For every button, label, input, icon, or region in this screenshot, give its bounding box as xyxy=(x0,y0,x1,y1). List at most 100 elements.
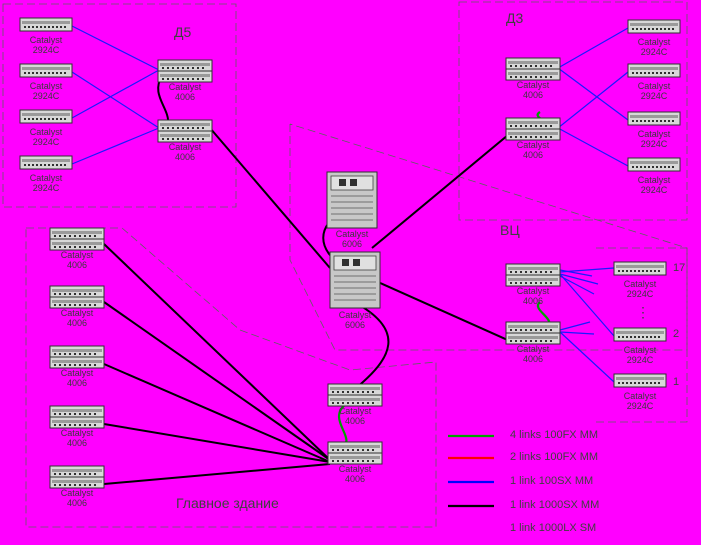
device-model-family: Catalyst xyxy=(60,250,94,260)
port-label-17: 17 xyxy=(673,262,686,274)
device-model-family: Catalyst xyxy=(516,140,550,150)
switch-4006-vc-2 xyxy=(505,321,561,345)
link-d3-a xyxy=(557,27,629,69)
switch-4006-vc-1 xyxy=(505,263,561,287)
switch-4006-main-4 xyxy=(49,405,105,429)
device-model-number: 4006 xyxy=(344,416,366,426)
device-model-family: Catalyst xyxy=(637,81,671,91)
switch-4006-main-core-2 xyxy=(327,441,383,465)
device-model-family: Catalyst xyxy=(338,464,372,474)
device-model-number: 4006 xyxy=(522,354,544,364)
device-model-number: 6006 xyxy=(341,239,363,249)
switch-4006-d3-2 xyxy=(505,117,561,141)
device-model-family: Catalyst xyxy=(60,428,94,438)
legend-label-blue: 1 link 100SX MM xyxy=(510,475,594,487)
device-model-number: 4006 xyxy=(522,90,544,100)
link-main-3 xyxy=(103,363,331,463)
device-model-family: Catalyst xyxy=(623,391,657,401)
switch-4006-main-core-1 xyxy=(327,383,383,407)
switch-2924-d5-3 xyxy=(19,109,73,124)
device-model-family: Catalyst xyxy=(623,279,657,289)
link-vc-1 xyxy=(559,331,615,383)
device-model-number: 2924C xyxy=(32,137,60,147)
device-model-number: 2924C xyxy=(640,91,668,101)
device-model-number: 4006 xyxy=(66,318,88,328)
link-main-4 xyxy=(103,423,331,463)
switch-4006-main-2 xyxy=(49,285,105,309)
device-model-number: 4006 xyxy=(66,260,88,270)
device-model-family: Catalyst xyxy=(29,35,63,45)
link-d5-d xyxy=(71,127,160,165)
zone-label-vc: ВЦ xyxy=(500,222,520,238)
device-model-number: 4006 xyxy=(174,92,196,102)
link-d5-a xyxy=(71,25,160,71)
switch-4006-main-5 xyxy=(49,465,105,489)
legend-label-green: 4 links 100FX MM xyxy=(510,429,599,441)
device-model-number: 2924C xyxy=(626,289,654,299)
device-model-number: 2924C xyxy=(640,47,668,57)
link-vc-2 xyxy=(559,273,615,337)
link-core-main xyxy=(349,299,390,389)
device-model-number: 4006 xyxy=(522,296,544,306)
legend-swatches xyxy=(448,434,494,508)
switch-2924-d5-2 xyxy=(19,63,73,78)
device-model-family: Catalyst xyxy=(637,175,671,185)
device-model-family: Catalyst xyxy=(338,406,372,416)
device-model-family: Catalyst xyxy=(29,81,63,91)
link-vc-core xyxy=(377,281,513,343)
device-model-family: Catalyst xyxy=(516,286,550,296)
switch-2924-d5-4 xyxy=(19,155,73,170)
device-model-number: 4006 xyxy=(522,150,544,160)
link-main-2 xyxy=(103,301,331,461)
device-model-number: 4006 xyxy=(66,438,88,448)
switch-2924-d5-1 xyxy=(19,17,73,32)
link-d3-c xyxy=(557,71,629,129)
zone-main-border xyxy=(25,227,437,528)
zone-d3-border xyxy=(458,1,688,221)
device-model-family: Catalyst xyxy=(637,37,671,47)
device-model-number: 4006 xyxy=(344,474,366,484)
chassis-6006-2 xyxy=(329,251,381,309)
device-model-family: Catalyst xyxy=(516,80,550,90)
device-model-number: 2924C xyxy=(640,139,668,149)
switch-2924-d3-1 xyxy=(627,19,681,34)
port-label-1: 1 xyxy=(673,376,680,388)
switch-2924-vc-17 xyxy=(613,261,667,276)
link-d3-b xyxy=(557,67,629,121)
link-d5-b xyxy=(71,71,160,129)
switch-2924-d3-2 xyxy=(627,63,681,78)
switch-4006-d3-1 xyxy=(505,57,561,81)
device-model-family: Catalyst xyxy=(60,488,94,498)
device-model-number: 2924C xyxy=(626,355,654,365)
device-model-number: 6006 xyxy=(344,320,366,330)
switch-4006-main-1 xyxy=(49,227,105,251)
switch-2924-vc-2 xyxy=(613,327,667,342)
zone-label-d3: Д3 xyxy=(506,10,524,26)
legend-label-sm: 1 link 1000LX SM xyxy=(510,522,597,534)
d3-blue-links xyxy=(557,27,629,167)
link-d3-d xyxy=(557,127,629,167)
device-model-family: Catalyst xyxy=(60,368,94,378)
link-d5-core xyxy=(209,127,331,269)
legend-label-black: 1 link 1000SX MM xyxy=(510,499,600,511)
device-model-number: 4006 xyxy=(66,498,88,508)
device-model-family: Catalyst xyxy=(168,142,202,152)
device-model-family: Catalyst xyxy=(338,310,372,320)
zone-d5-border xyxy=(2,3,237,208)
zone-center-border xyxy=(289,123,688,351)
